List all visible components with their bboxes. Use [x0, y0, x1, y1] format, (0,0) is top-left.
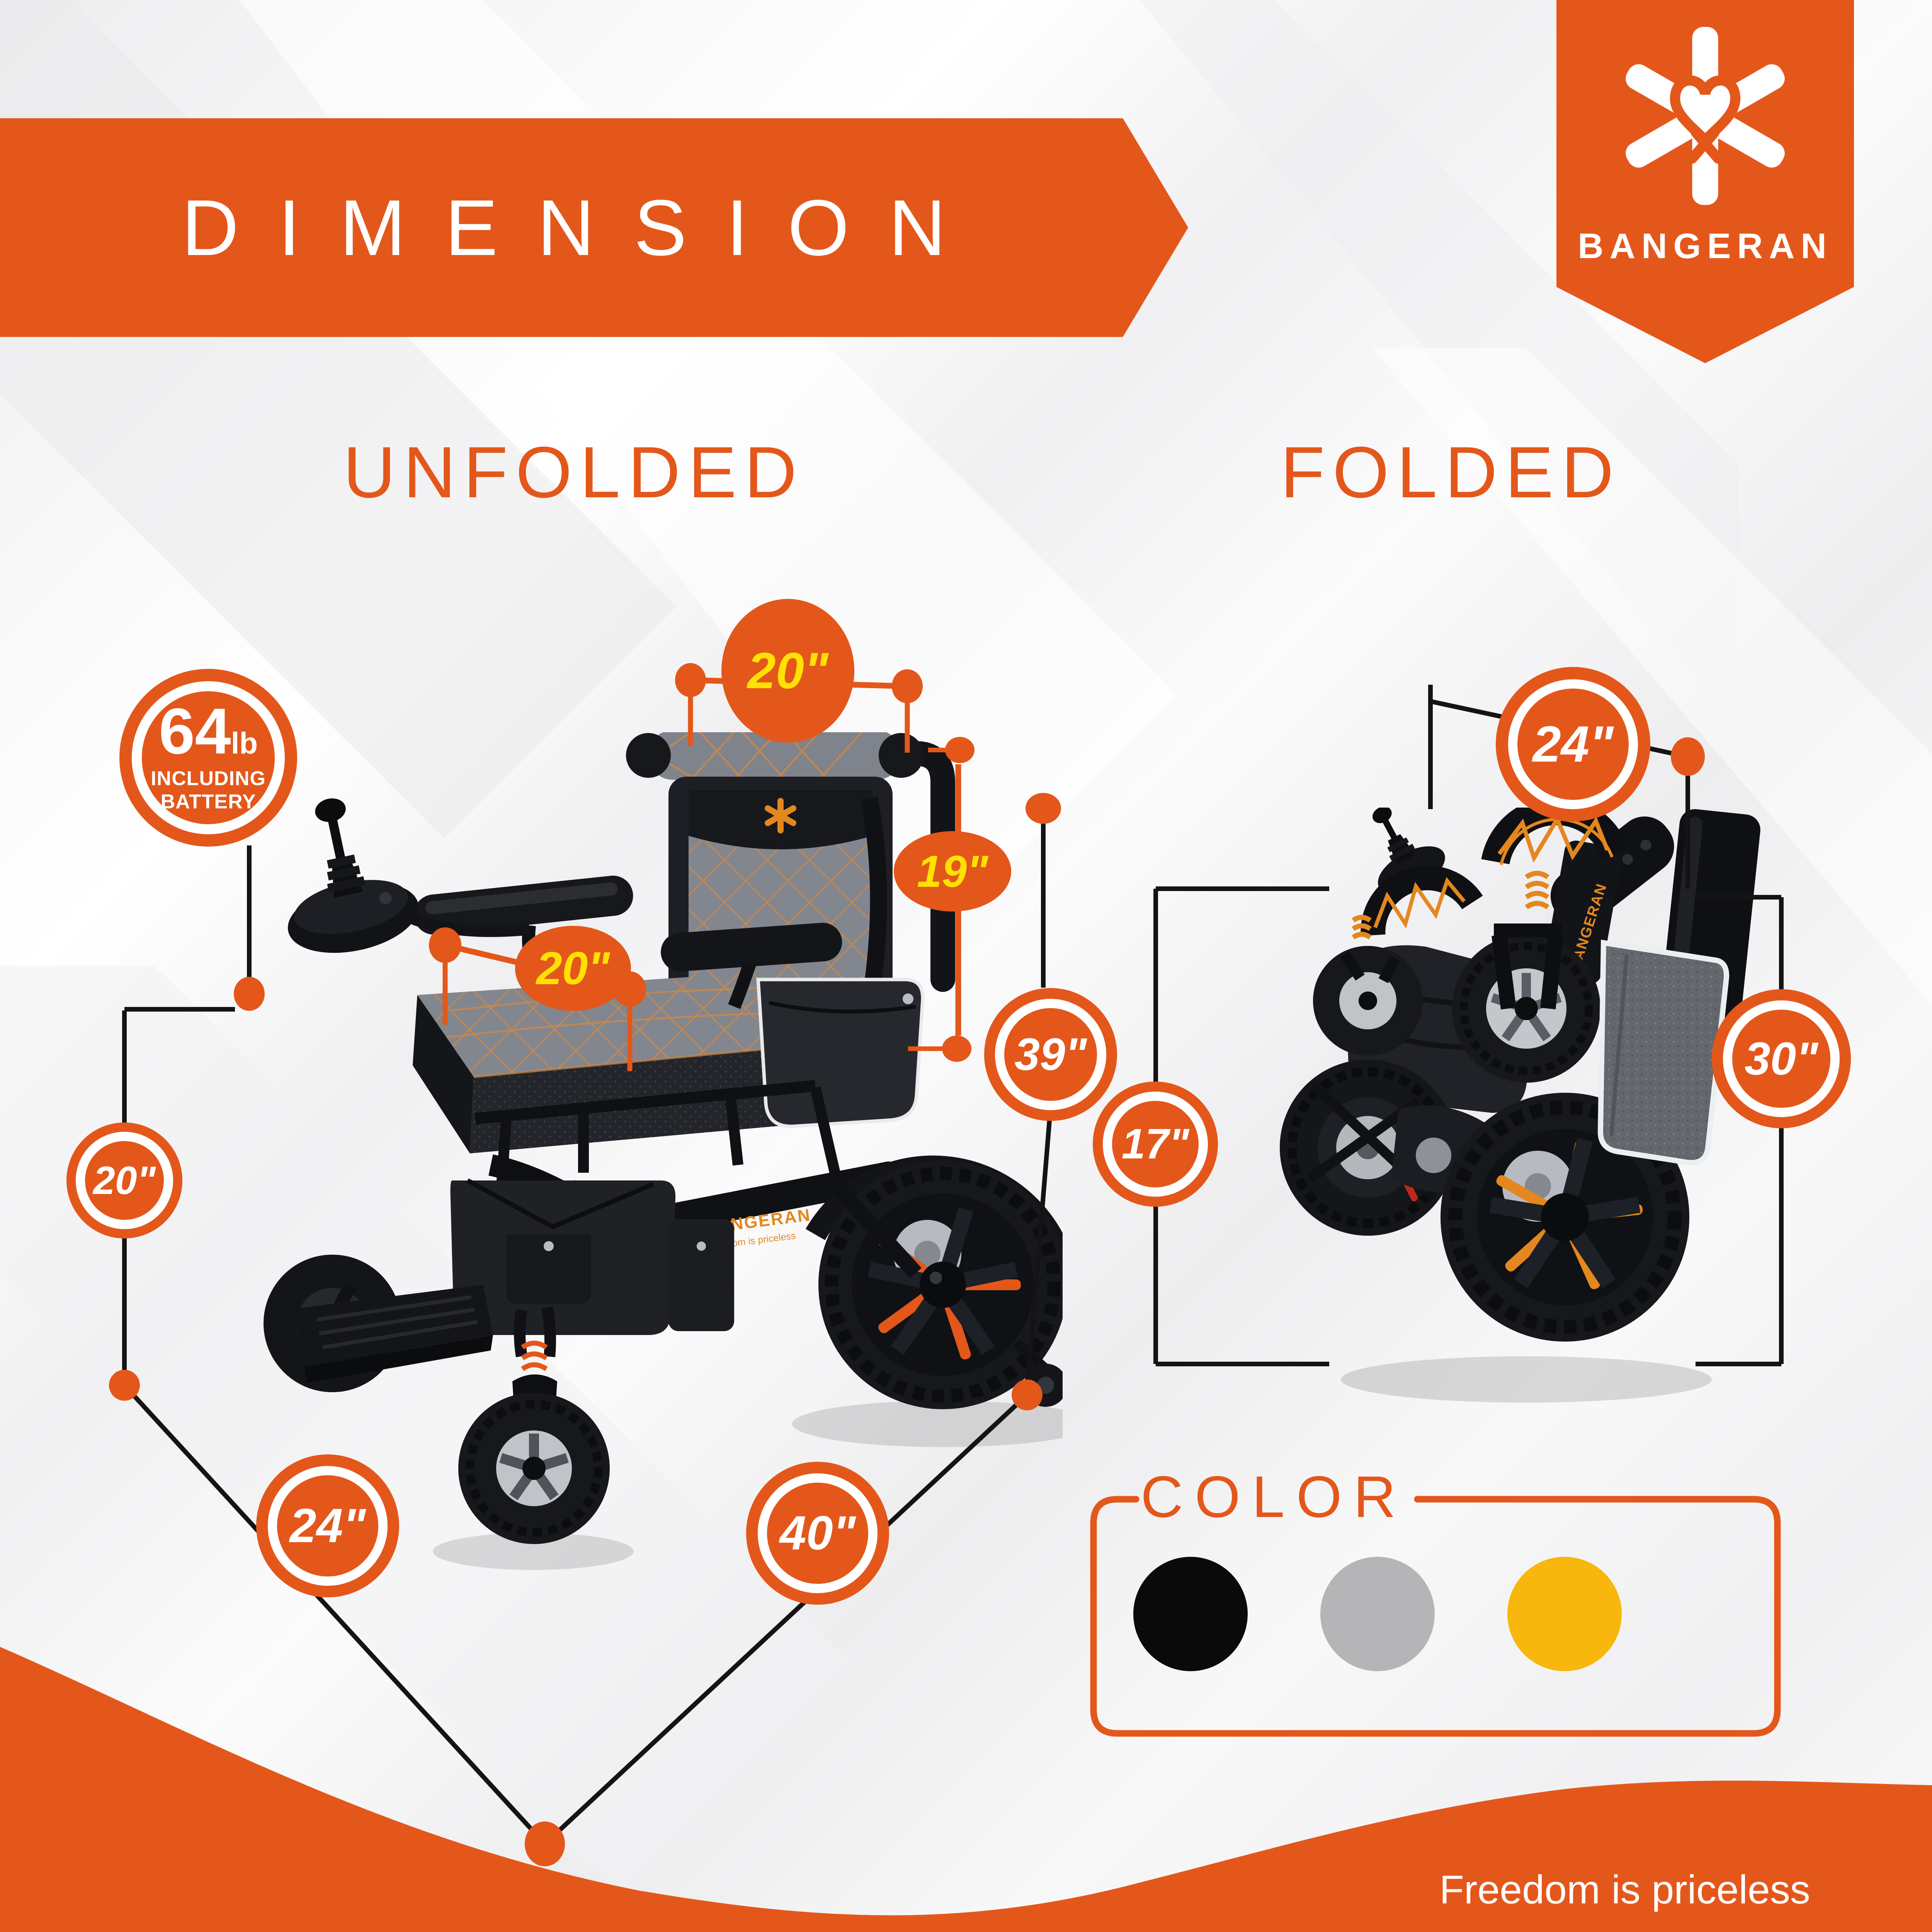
folded-heading: FOLDED	[1280, 432, 1622, 513]
color-swatch-black	[1133, 1557, 1248, 1671]
badge-folded-width: 24"	[1496, 667, 1650, 821]
badge-overall-length: 40"	[746, 1462, 889, 1605]
badge-seat-top-width: 20"	[721, 599, 854, 743]
color-swatch-gray	[1320, 1557, 1435, 1671]
folded-front-caster	[1452, 923, 1600, 1083]
weight-unit: lb	[231, 726, 258, 760]
badge-folded-lower-height: 17"	[1093, 1082, 1218, 1207]
unfolded-wheelchair-photo: BANGERAN Freedom is priceless	[264, 732, 1063, 1570]
mesh-side-panel	[1597, 939, 1730, 1165]
badge-overall-height: 39"	[984, 988, 1117, 1121]
joystick	[287, 798, 419, 953]
brand-name: BANGERAN	[1578, 226, 1833, 266]
badge-overall-width: 24"	[256, 1454, 399, 1597]
front-caster-wheel	[458, 1306, 610, 1544]
color-heading: COLOR	[1141, 1464, 1408, 1530]
weight-badge: 64lb INCLUDING BATTERY	[119, 669, 297, 847]
star-of-life-heart-icon	[1626, 27, 1785, 205]
weight-note-line2: BATTERY	[160, 790, 256, 813]
weight-value: 64	[158, 694, 231, 767]
dimension-banner: DIMENSION	[0, 118, 1188, 337]
weight-note-line1: INCLUDING	[151, 767, 266, 790]
badge-seat-floor-height: 20"	[66, 1122, 182, 1238]
brand-logo-badge: BANGERAN	[1556, 0, 1854, 363]
unfolded-heading: UNFOLDED	[343, 432, 805, 513]
page-title: DIMENSION	[182, 183, 985, 272]
orange-spoke-guard-2	[1361, 865, 1483, 936]
color-box-border	[1090, 1496, 1781, 1737]
backrest-emblem-icon	[765, 798, 796, 833]
color-swatch-yellow	[1507, 1557, 1622, 1671]
brand-tagline: Freedom is priceless	[1439, 1867, 1810, 1912]
badge-folded-height: 30"	[1712, 989, 1851, 1128]
badge-seat-depth: 20"	[515, 926, 631, 1011]
badge-backrest-height: 19"	[894, 831, 1011, 912]
